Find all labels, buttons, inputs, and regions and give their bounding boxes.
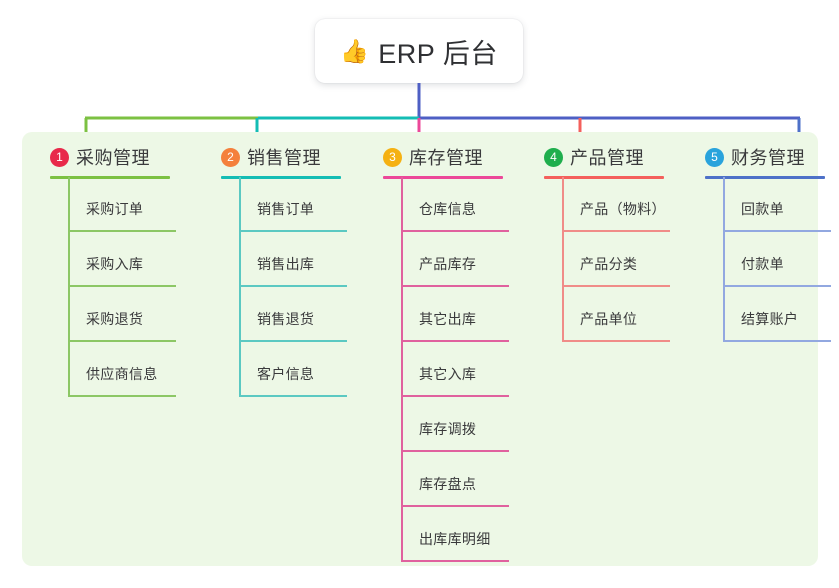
item-list-finance: 回款单付款单结算账户 (723, 177, 833, 342)
list-item-rule (723, 230, 831, 232)
list-item[interactable]: 产品分类 (562, 232, 672, 287)
list-item-rule (401, 340, 509, 342)
list-item-label: 库存调拨 (419, 421, 477, 437)
list-item-label: 供应商信息 (86, 366, 158, 382)
list-item-rule (562, 285, 670, 287)
list-item[interactable]: 回款单 (723, 177, 833, 232)
list-item-label: 结算账户 (741, 311, 799, 327)
list-item[interactable]: 其它出库 (401, 287, 511, 342)
list-item-rule (723, 285, 831, 287)
list-item-rule (562, 340, 670, 342)
list-item-rule (401, 560, 509, 562)
list-item-rule (401, 505, 509, 507)
list-item-label: 其它入库 (419, 366, 477, 382)
list-item-rule (401, 230, 509, 232)
column-spine-finance (723, 177, 725, 342)
list-item-label: 产品（物料） (580, 201, 666, 217)
list-item[interactable]: 产品（物料） (562, 177, 672, 232)
list-item[interactable]: 采购退货 (68, 287, 178, 342)
column-header-inventory[interactable]: 3 库存管理 (383, 144, 483, 170)
list-item-rule (401, 285, 509, 287)
list-item-rule (562, 230, 670, 232)
root-node[interactable]: 👍 ERP 后台 (315, 19, 523, 83)
list-item-label: 产品单位 (580, 311, 638, 327)
column-header-purchasing[interactable]: 1 采购管理 (50, 144, 150, 170)
column-spine-inventory (401, 177, 403, 562)
list-item-label: 回款单 (741, 201, 784, 217)
list-item[interactable]: 付款单 (723, 232, 833, 287)
item-list-product: 产品（物料） 产品分类产品单位 (562, 177, 672, 342)
column-header-sales[interactable]: 2 销售管理 (221, 144, 321, 170)
list-item[interactable]: 产品单位 (562, 287, 672, 342)
list-item-label: 产品分类 (580, 256, 638, 272)
column-rule-finance (705, 176, 825, 179)
list-item-label: 销售订单 (257, 201, 315, 217)
thumbs-up-icon: 👍 (340, 37, 370, 64)
list-item-label: 付款单 (741, 256, 784, 272)
column-title-finance: 财务管理 (731, 148, 805, 168)
list-item[interactable]: 供应商信息 (68, 342, 178, 397)
list-item[interactable]: 仓库信息 (401, 177, 511, 232)
list-item[interactable]: 销售出库 (239, 232, 349, 287)
item-list-sales: 销售订单销售出库销售退货客户信息 (239, 177, 349, 397)
list-item-label: 采购退货 (86, 311, 144, 327)
column-rule-purchasing (50, 176, 170, 179)
root-title-text: ERP 后台 (378, 38, 498, 69)
list-item[interactable]: 出库库明细 (401, 507, 511, 562)
list-item[interactable]: 结算账户 (723, 287, 833, 342)
list-item[interactable]: 销售退货 (239, 287, 349, 342)
column-spine-purchasing (68, 177, 70, 397)
item-list-inventory: 仓库信息产品库存其它出库其它入库库存调拨库存盘点出库库明细 (401, 177, 511, 562)
list-item-rule (401, 395, 509, 397)
list-item-label: 出库库明细 (419, 531, 491, 547)
badge-number-product: 4 (544, 147, 563, 167)
column-title-purchasing: 采购管理 (76, 148, 150, 168)
list-item-label: 采购入库 (86, 256, 144, 272)
root-title: 👍 ERP 后台 (340, 32, 498, 71)
modules-panel: 1 采购管理采购订单采购入库采购退货供应商信息 2 销售管理销售订单销售出库销售退货客… (22, 132, 831, 566)
list-item[interactable]: 采购入库 (68, 232, 178, 287)
column-rule-sales (221, 176, 341, 179)
column-title-product: 产品管理 (570, 148, 644, 168)
column-header-finance[interactable]: 5 财务管理 (705, 144, 805, 170)
list-item-rule (68, 340, 176, 342)
column-spine-sales (239, 177, 241, 397)
item-list-purchasing: 采购订单采购入库采购退货供应商信息 (68, 177, 178, 397)
badge-number-purchasing: 1 (50, 147, 69, 167)
list-item-rule (68, 285, 176, 287)
list-item-label: 产品库存 (419, 256, 477, 272)
column-rule-product (544, 176, 664, 179)
list-item-rule (239, 285, 347, 287)
list-item-rule (239, 395, 347, 397)
list-item-rule (723, 340, 831, 342)
list-item-rule (68, 395, 176, 397)
column-title-inventory: 库存管理 (409, 148, 483, 168)
column-header-product[interactable]: 4 产品管理 (544, 144, 644, 170)
column-spine-product (562, 177, 564, 342)
list-item-label: 库存盘点 (419, 476, 477, 492)
badge-number-sales: 2 (221, 147, 240, 167)
list-item[interactable]: 客户信息 (239, 342, 349, 397)
column-title-sales: 销售管理 (247, 148, 321, 168)
list-item-label: 仓库信息 (419, 201, 477, 217)
list-item[interactable]: 产品库存 (401, 232, 511, 287)
column-rule-inventory (383, 176, 503, 179)
list-item[interactable]: 库存盘点 (401, 452, 511, 507)
list-item-rule (401, 450, 509, 452)
list-item[interactable]: 库存调拨 (401, 397, 511, 452)
list-item-label: 其它出库 (419, 311, 477, 327)
badge-number-inventory: 3 (383, 147, 402, 167)
list-item-label: 销售出库 (257, 256, 315, 272)
badge-number-finance: 5 (705, 147, 724, 167)
list-item-rule (239, 230, 347, 232)
list-item-label: 客户信息 (257, 366, 315, 382)
list-item[interactable]: 销售订单 (239, 177, 349, 232)
list-item[interactable]: 采购订单 (68, 177, 178, 232)
list-item[interactable]: 其它入库 (401, 342, 511, 397)
list-item-label: 销售退货 (257, 311, 315, 327)
list-item-label: 采购订单 (86, 201, 144, 217)
list-item-rule (68, 230, 176, 232)
list-item-rule (239, 340, 347, 342)
